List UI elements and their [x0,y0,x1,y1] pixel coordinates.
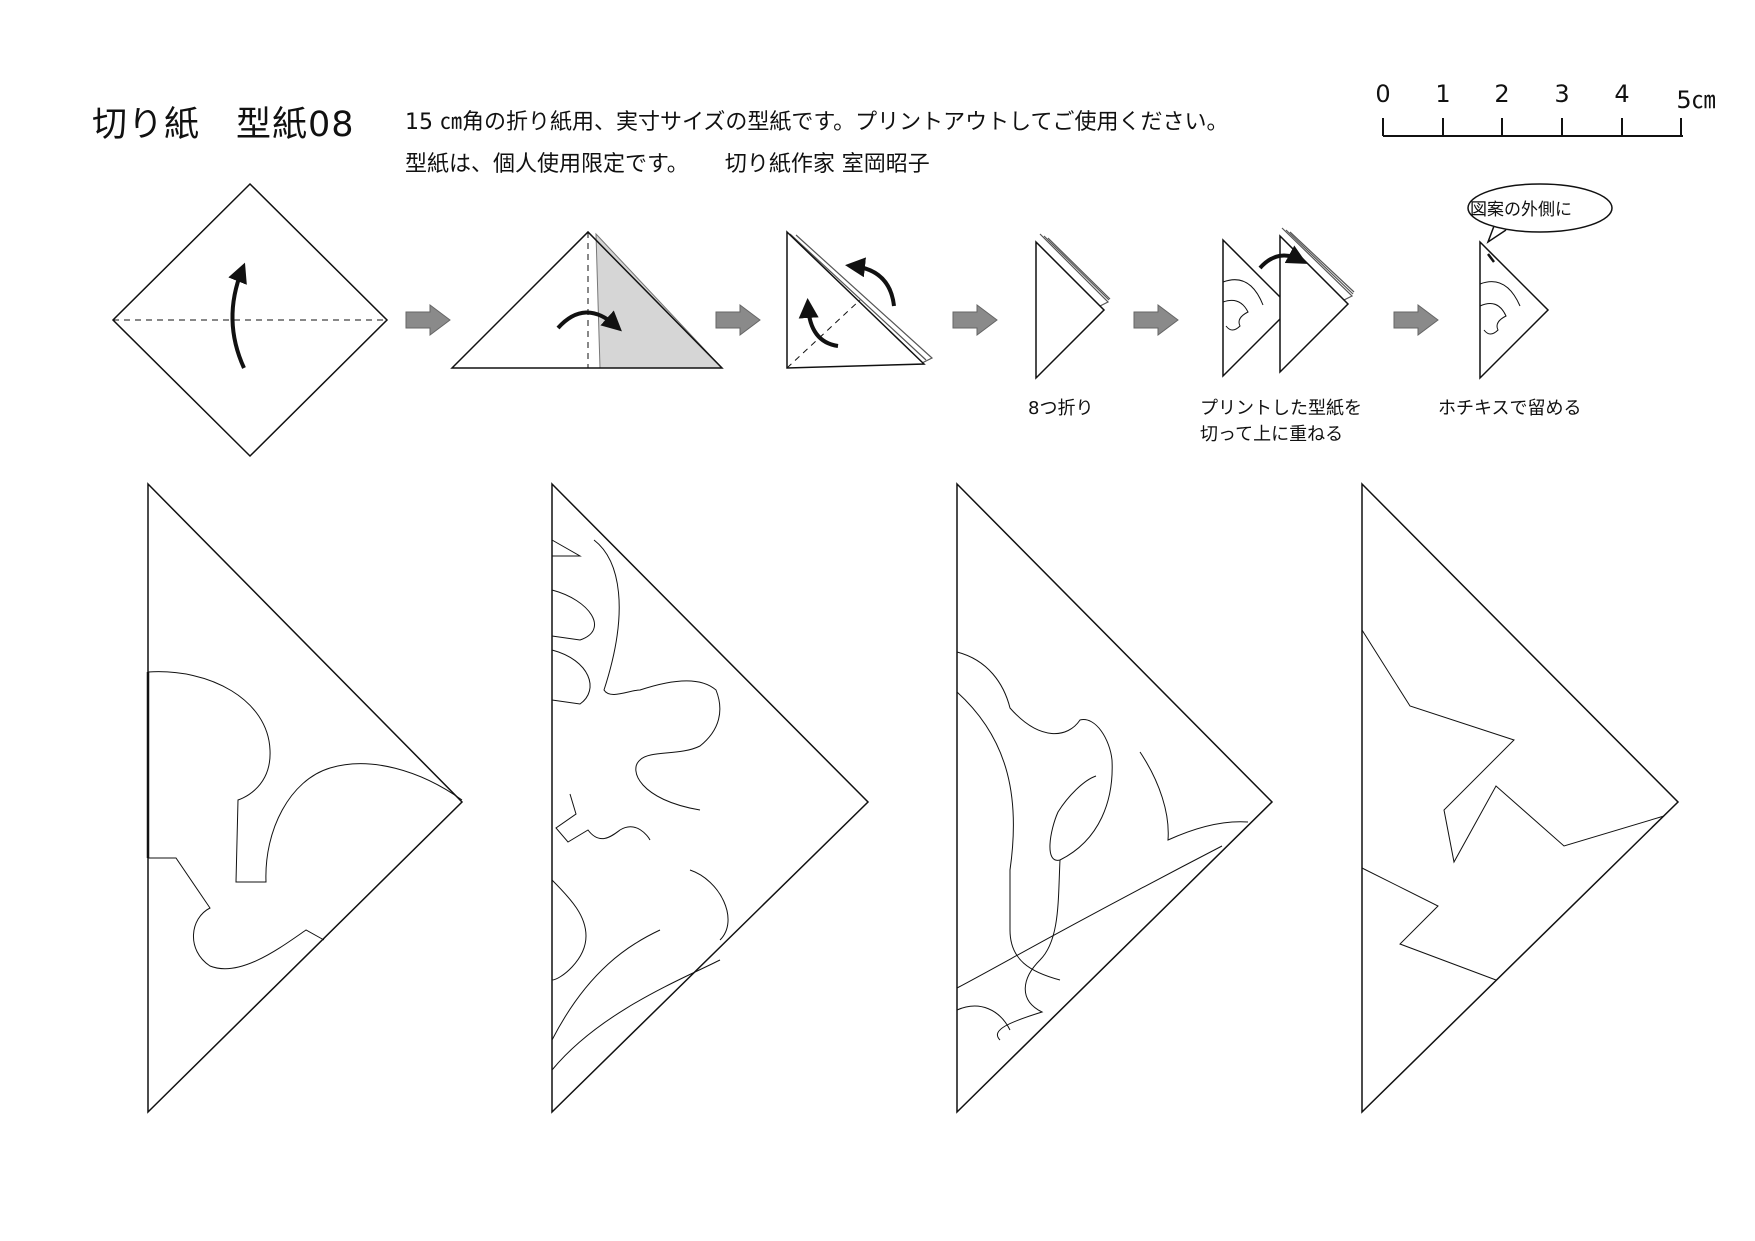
right-arrow-icon [1393,304,1439,336]
step5-template [1222,227,1355,378]
template-1 [146,482,464,1114]
curved-arrow-icon [556,310,622,332]
right-arrow-icon [715,304,761,336]
description-line-2: 型紙は、個人使用限定です。 切り紙作家 室岡昭子 [405,146,930,178]
step2-triangle [450,230,724,369]
curved-arrow-icon [845,257,896,307]
step3-triangle [786,230,934,369]
ruler-label-4: 4 [1614,80,1630,108]
ruler [1382,118,1683,137]
step6-stapled [1467,183,1613,380]
author-credit: 切り紙作家 室岡昭子 [724,152,930,177]
ruler-label-0: 0 [1375,80,1391,108]
step5-caption-line1: プリントした型紙を [1200,398,1362,419]
step6-caption: ホチキスで留める [1438,398,1582,419]
step5-caption-line2: 切って上に重ねる [1200,424,1344,445]
template-3 [956,482,1274,1114]
curved-arrow-icon [1258,245,1308,270]
ruler-label-3: 3 [1554,80,1570,108]
description-line-1: 15 ㎝角の折り紙用、実寸サイズの型紙です。プリントアウトしてご使用ください。 [405,110,1229,135]
step4-caption: 8つ折り [1028,398,1094,419]
curved-arrow-icon [798,298,839,348]
staple-mark [1487,253,1495,263]
page-title: 切り紙 型紙08 [92,105,355,145]
template-2 [551,482,870,1114]
curved-arrow-icon [228,262,247,369]
right-arrow-icon [405,304,451,336]
speech-bubble-text: 図案の外側に [1470,200,1572,220]
right-arrow-icon [1133,304,1179,336]
step4-folded [1035,233,1111,380]
right-arrow-icon [952,304,998,336]
ruler-label-2: 2 [1494,80,1510,108]
ruler-label-5: 5㎝ [1676,86,1716,114]
step1-diamond [111,182,389,458]
usage-note: 型紙は、個人使用限定です。 [405,152,689,177]
ruler-label-1: 1 [1435,80,1451,108]
speech-bubble [1467,183,1613,233]
template-4 [1361,482,1680,1114]
